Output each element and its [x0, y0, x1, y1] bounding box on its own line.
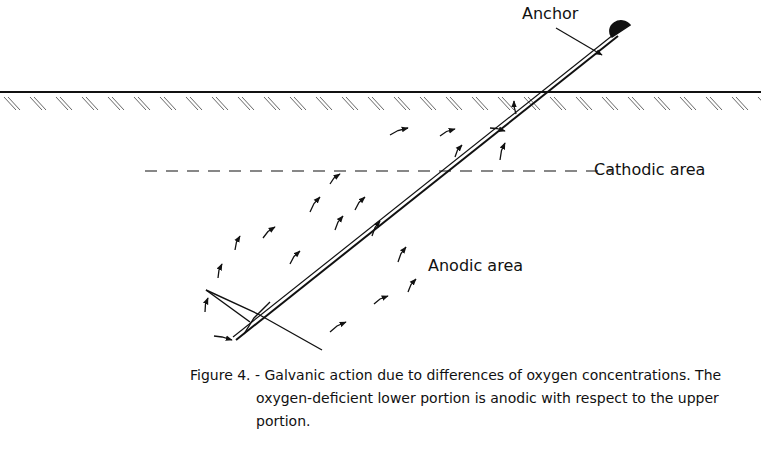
hatch-stroke [294, 97, 306, 110]
flow-arrow [355, 197, 365, 210]
hatch-stroke [34, 97, 46, 110]
flow-arrow [335, 216, 343, 230]
flow-arrow [374, 296, 388, 304]
hatch-stroke [658, 97, 670, 110]
current-flow-arrows [205, 101, 516, 340]
hatch-stroke [710, 97, 722, 110]
hatch-stroke [138, 97, 150, 110]
anchor-head [610, 21, 630, 37]
flow-arrow [235, 236, 240, 250]
hatch-stroke [86, 97, 98, 110]
hatch-stroke [398, 97, 410, 110]
hatch-stroke [164, 97, 176, 110]
hatch-stroke [758, 97, 761, 110]
hatch-stroke [554, 97, 566, 110]
hatch-stroke [268, 97, 280, 110]
flow-arrow [330, 174, 340, 184]
hatch-stroke [502, 97, 514, 110]
anchor-label: Anchor [522, 4, 578, 23]
boundary-dashed-line [145, 170, 612, 171]
hatch-stroke [216, 97, 228, 110]
flow-arrow [398, 247, 406, 262]
anchor-helix-blade [206, 290, 322, 350]
hatch-stroke [242, 97, 254, 110]
hatch-stroke [450, 97, 462, 110]
region-label: Anodic area [428, 256, 523, 275]
hatch-stroke [320, 97, 332, 110]
hatch-stroke [346, 97, 358, 110]
hatch-stroke [580, 97, 592, 110]
flow-arrow [310, 197, 320, 212]
hatch-stroke [684, 97, 696, 110]
hatch-stroke [736, 97, 748, 110]
region-label: Cathodic area [594, 160, 705, 179]
hatch-stroke [190, 97, 202, 110]
flow-arrow [290, 251, 300, 264]
flow-arrow [408, 279, 416, 292]
anchor-rod [236, 36, 618, 340]
flow-arrow [214, 336, 232, 340]
hatch-stroke [60, 97, 72, 110]
hatch-stroke [8, 97, 20, 110]
hatch-stroke [372, 97, 384, 110]
flow-arrow [205, 298, 208, 312]
flow-arrow [390, 128, 408, 135]
flow-arrow [455, 145, 462, 157]
hatch-stroke [476, 97, 488, 110]
ground-line [0, 91, 761, 93]
flow-arrow [372, 221, 380, 236]
anchor-leader-arrow [556, 28, 602, 55]
flow-arrow [218, 264, 222, 278]
flow-arrow [500, 143, 505, 160]
hatch-stroke [606, 97, 618, 110]
flow-arrow [263, 227, 275, 238]
hatch-stroke [112, 97, 124, 110]
anchor-rod-edge [233, 35, 613, 337]
hatch-stroke [424, 97, 436, 110]
hatch-stroke [632, 97, 644, 110]
flow-arrow [330, 322, 346, 332]
flow-arrow [514, 101, 516, 114]
flow-arrow [440, 129, 455, 136]
figure-caption: Figure 4. - Galvanic action due to diffe… [190, 364, 761, 433]
soil-hatching [4, 97, 761, 110]
flow-arrow [490, 128, 505, 131]
